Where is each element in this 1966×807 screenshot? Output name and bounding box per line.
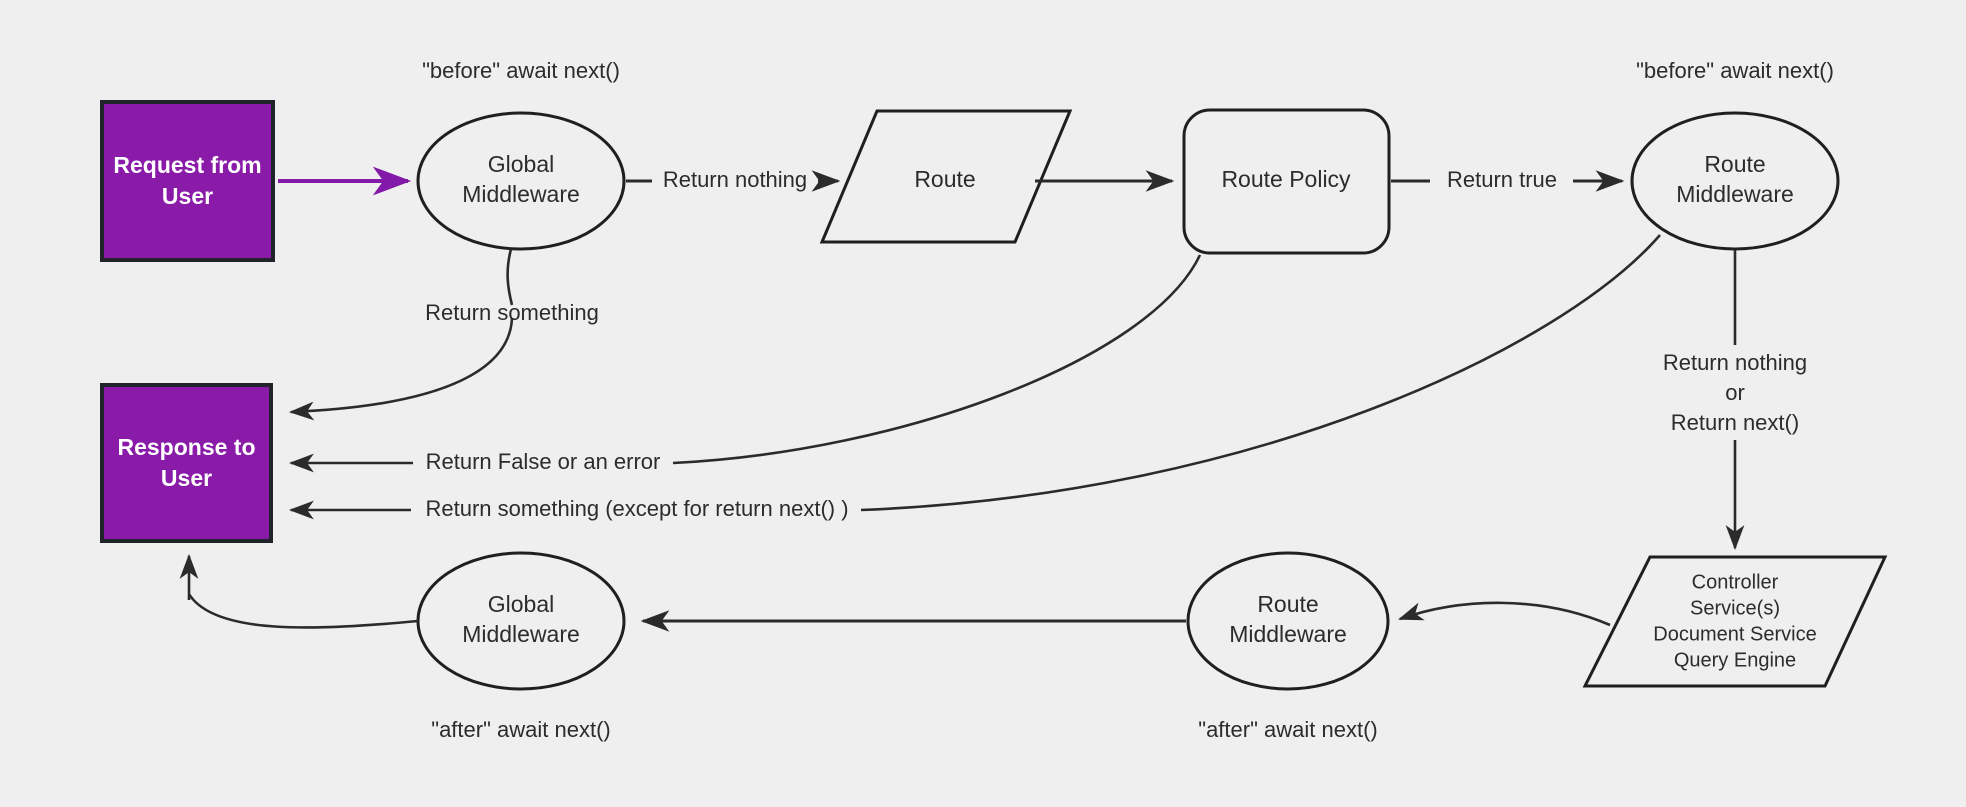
global-middleware-after-line1: Global xyxy=(488,591,554,617)
edge-route-mw-return-something-right xyxy=(860,234,1661,512)
label-route-mw-down-2: or xyxy=(1725,380,1745,405)
response-box-label: Response to User xyxy=(117,433,256,491)
route-middleware-after-line1: Route xyxy=(1257,591,1318,617)
controller-line1: Controller xyxy=(1692,571,1779,593)
label-return-false-or-error: Return False or an error xyxy=(426,449,661,474)
node-response-to-user[interactable]: Response to User xyxy=(100,383,273,543)
annotation-after-route-middleware: "after" await next() xyxy=(1198,717,1377,742)
route-middleware-before-line1: Route xyxy=(1704,151,1765,177)
label-route-mw-down-3: Return next() xyxy=(1671,410,1799,435)
controller-line2: Service(s) xyxy=(1690,597,1780,619)
label-return-nothing: Return nothing xyxy=(663,167,807,192)
node-route-middleware-after[interactable] xyxy=(1186,551,1390,691)
label-return-something: Return something xyxy=(425,300,599,325)
controller-line3: Document Service xyxy=(1653,623,1816,645)
annotation-before-global: "before" await next() xyxy=(422,58,620,83)
node-request-from-user[interactable]: Request from User xyxy=(100,100,275,262)
edge-controller-to-route-middleware-after xyxy=(1398,601,1611,627)
annotation-before-route-middleware: "before" await next() xyxy=(1636,58,1834,83)
annotation-after-global: "after" await next() xyxy=(431,717,610,742)
node-route[interactable] xyxy=(819,109,1073,244)
route-middleware-before-line2: Middleware xyxy=(1676,181,1794,207)
label-return-true: Return true xyxy=(1447,167,1557,192)
edge-route-policy-return-false-right xyxy=(672,254,1202,465)
label-return-something-except: Return something (except for return next… xyxy=(425,496,848,521)
node-controller[interactable] xyxy=(1582,555,1888,688)
route-label: Route xyxy=(914,166,975,192)
label-route-mw-down-1: Return nothing xyxy=(1663,350,1807,375)
route-middleware-after-line2: Middleware xyxy=(1229,621,1347,647)
edge-global-mw-after-to-response-curve xyxy=(187,593,419,629)
controller-line4: Query Engine xyxy=(1674,649,1796,671)
global-middleware-before-line2: Middleware xyxy=(462,181,580,207)
global-middleware-after-line2: Middleware xyxy=(462,621,580,647)
edge-global-mw-return-something-upper xyxy=(506,248,514,306)
request-box-label: Request from User xyxy=(113,151,262,209)
route-policy-label: Route Policy xyxy=(1221,166,1351,192)
global-middleware-before-line1: Global xyxy=(488,151,554,177)
edge-global-mw-return-something-lower xyxy=(288,317,514,421)
node-route-middleware-before[interactable] xyxy=(1630,111,1840,251)
node-route-policy[interactable] xyxy=(1182,108,1391,255)
node-global-middleware-before[interactable] xyxy=(416,111,626,251)
